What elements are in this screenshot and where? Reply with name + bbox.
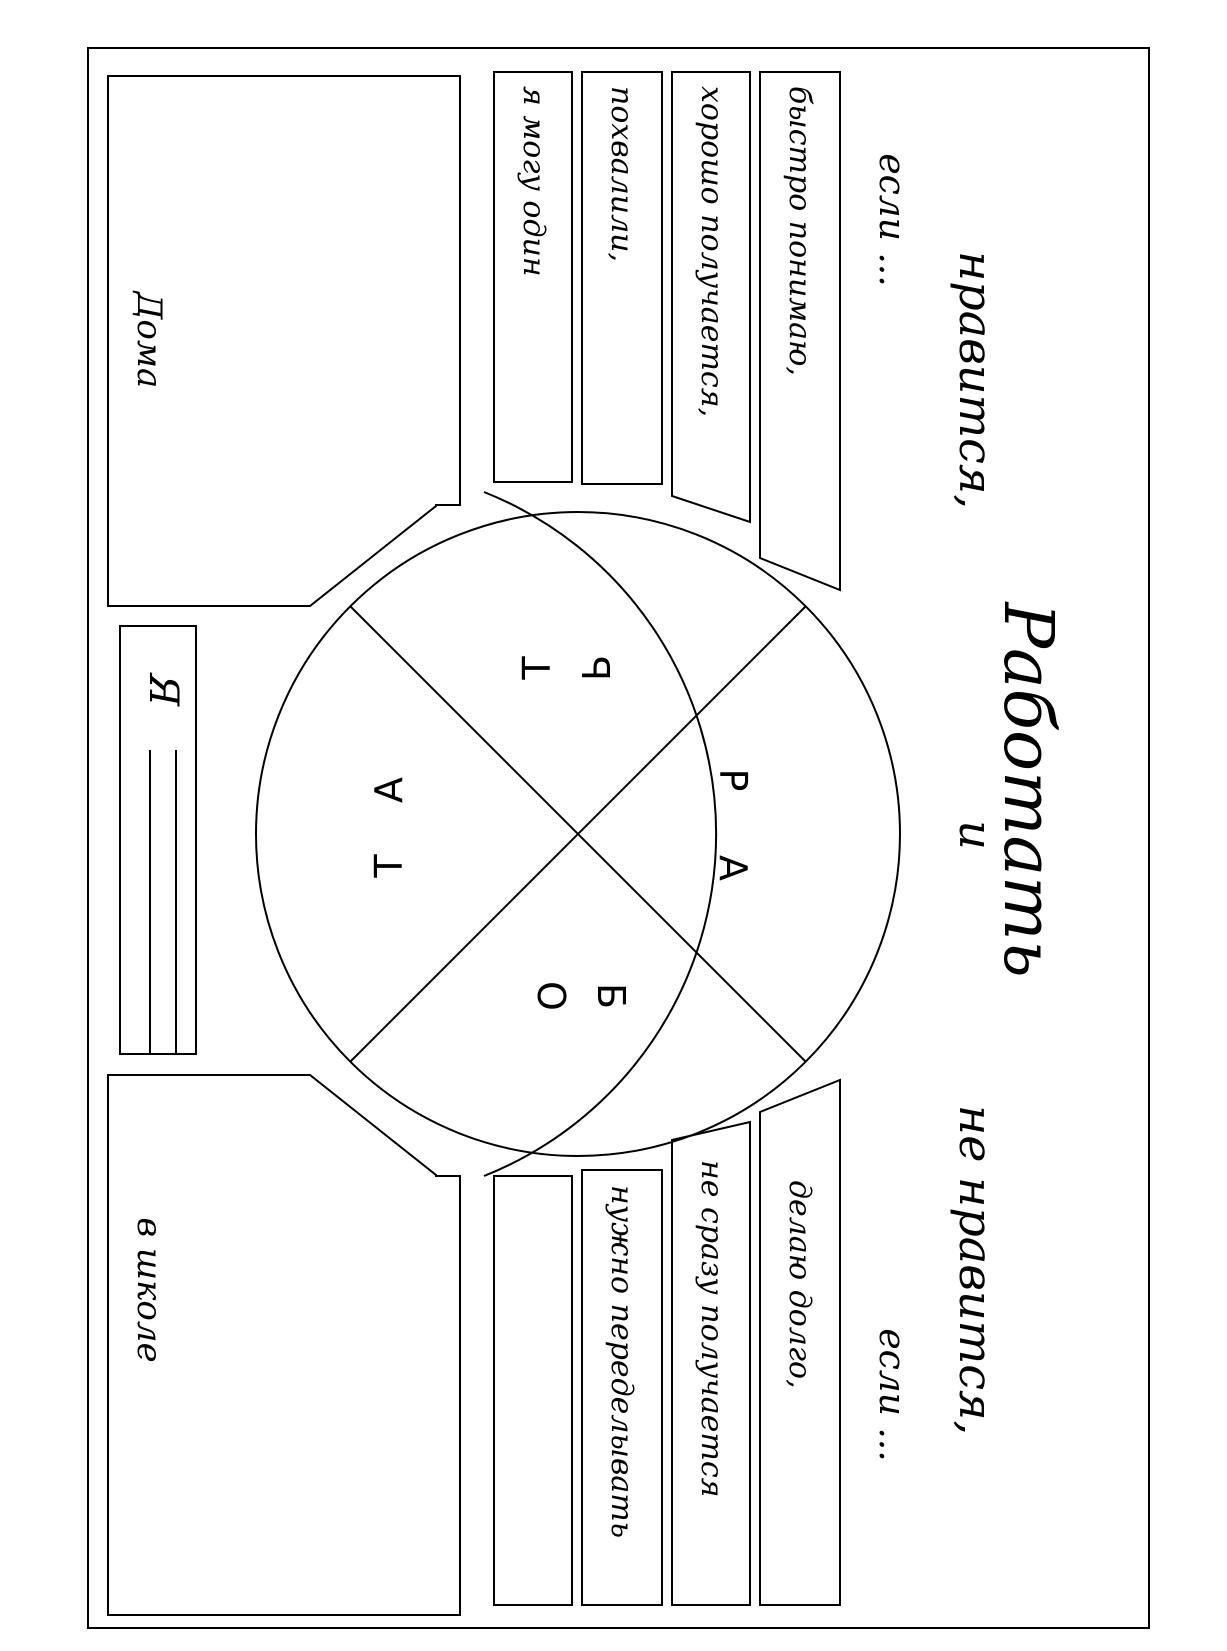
circle-letter: Т	[367, 854, 411, 879]
like-if-label: если ...	[871, 153, 912, 286]
like-heading: нравится,	[949, 251, 1003, 509]
school-label: в школе	[129, 1217, 169, 1362]
dislike-item: делаю долго,	[782, 1180, 817, 1389]
central-circle	[255, 491, 901, 1177]
dislike-strips: делаю долго, не сразу получается нужно п…	[493, 1078, 841, 1606]
title-conjunction: и	[949, 820, 1003, 850]
circle-letter: А	[711, 855, 755, 881]
self-label: Я	[140, 672, 186, 707]
dislike-if-label: если ...	[871, 1328, 912, 1461]
like-item: похвалили,	[604, 86, 639, 262]
self-strip: Я	[119, 625, 197, 1055]
dislike-item: нужно переделывать	[604, 1185, 639, 1538]
school-box	[107, 1074, 461, 1616]
circle-letter: Ь	[575, 655, 619, 681]
like-item: хорошо получается,	[694, 86, 729, 417]
like-item: я могу один	[516, 86, 551, 277]
page-title: Работать	[988, 600, 1067, 977]
circle-letters: Р А Б О Т А Т Ь	[367, 655, 755, 1011]
circle-letter: О	[529, 981, 573, 1011]
dislike-heading: не нравится,	[949, 1105, 1003, 1435]
circle-letter: Б	[589, 983, 633, 1009]
like-item: быстро понимаю,	[782, 86, 817, 376]
circle-letter: А	[367, 777, 411, 803]
home-label: Дома	[129, 290, 169, 389]
home-box	[107, 75, 461, 607]
like-strips: быстро понимаю, хорошо получается, похва…	[493, 71, 841, 592]
dislike-item: не сразу получается	[694, 1160, 729, 1498]
circle-letter: Т	[515, 656, 559, 681]
circle-letter: Р	[711, 769, 755, 792]
page-frame	[87, 47, 1150, 1629]
